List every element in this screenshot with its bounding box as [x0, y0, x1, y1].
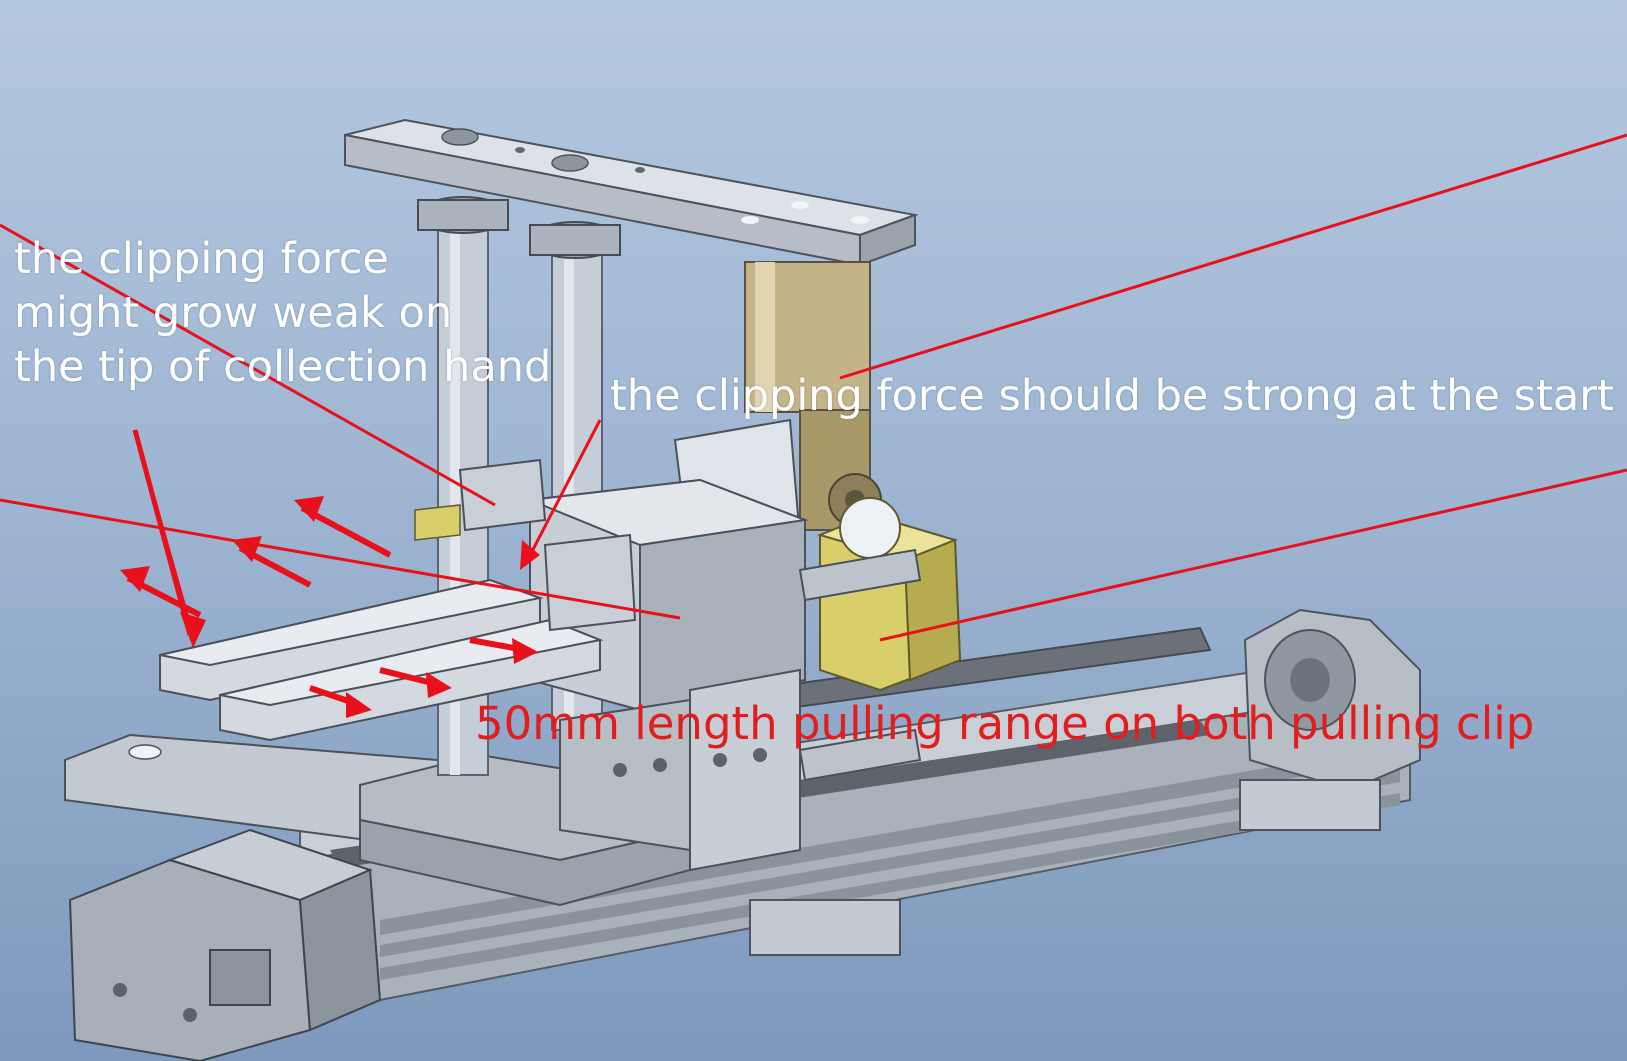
- callout-line-left-lower: [0, 498, 681, 620]
- end-bearing-block: [1239, 608, 1421, 831]
- arrow-inward-1: [309, 685, 372, 718]
- arrow-inward-2: [379, 667, 452, 698]
- annotation-tip-weak: the clipping force might grow weak on th…: [14, 232, 551, 394]
- gripper-body: [526, 418, 922, 872]
- pneumatic-cylinder: [744, 261, 882, 531]
- support-foot: [749, 899, 901, 956]
- annotation-pulling-range: 50mm length pulling range on both pullin…: [475, 697, 1535, 750]
- callout-line-right-lower: [879, 468, 1627, 642]
- gear-motor: [816, 497, 962, 692]
- top-mounting-plate: [344, 118, 919, 267]
- arrow-tip-weak: [132, 429, 206, 648]
- arrow-outward-3: [294, 496, 392, 558]
- callout-line-right-upper: [839, 133, 1627, 380]
- annotation-start-strong: the clipping force should be strong at t…: [610, 371, 1614, 421]
- callout-line-left-upper: [0, 223, 496, 507]
- annotation-tip-weak-line-2: might grow weak on: [14, 288, 453, 338]
- stepper-motor: [68, 828, 382, 1061]
- arrow-outward-1: [120, 566, 202, 618]
- arrow-outward-2: [232, 536, 312, 588]
- annotation-tip-weak-line-1: the clipping force: [14, 234, 389, 284]
- annotation-tip-weak-line-3: the tip of collection hand: [14, 342, 552, 392]
- arrow-start-strong: [520, 540, 540, 570]
- arrow-inward-3: [469, 637, 538, 664]
- pulling-arrows: [120, 429, 540, 718]
- collection-fingers: [159, 458, 637, 742]
- callout-line-start: [523, 419, 602, 566]
